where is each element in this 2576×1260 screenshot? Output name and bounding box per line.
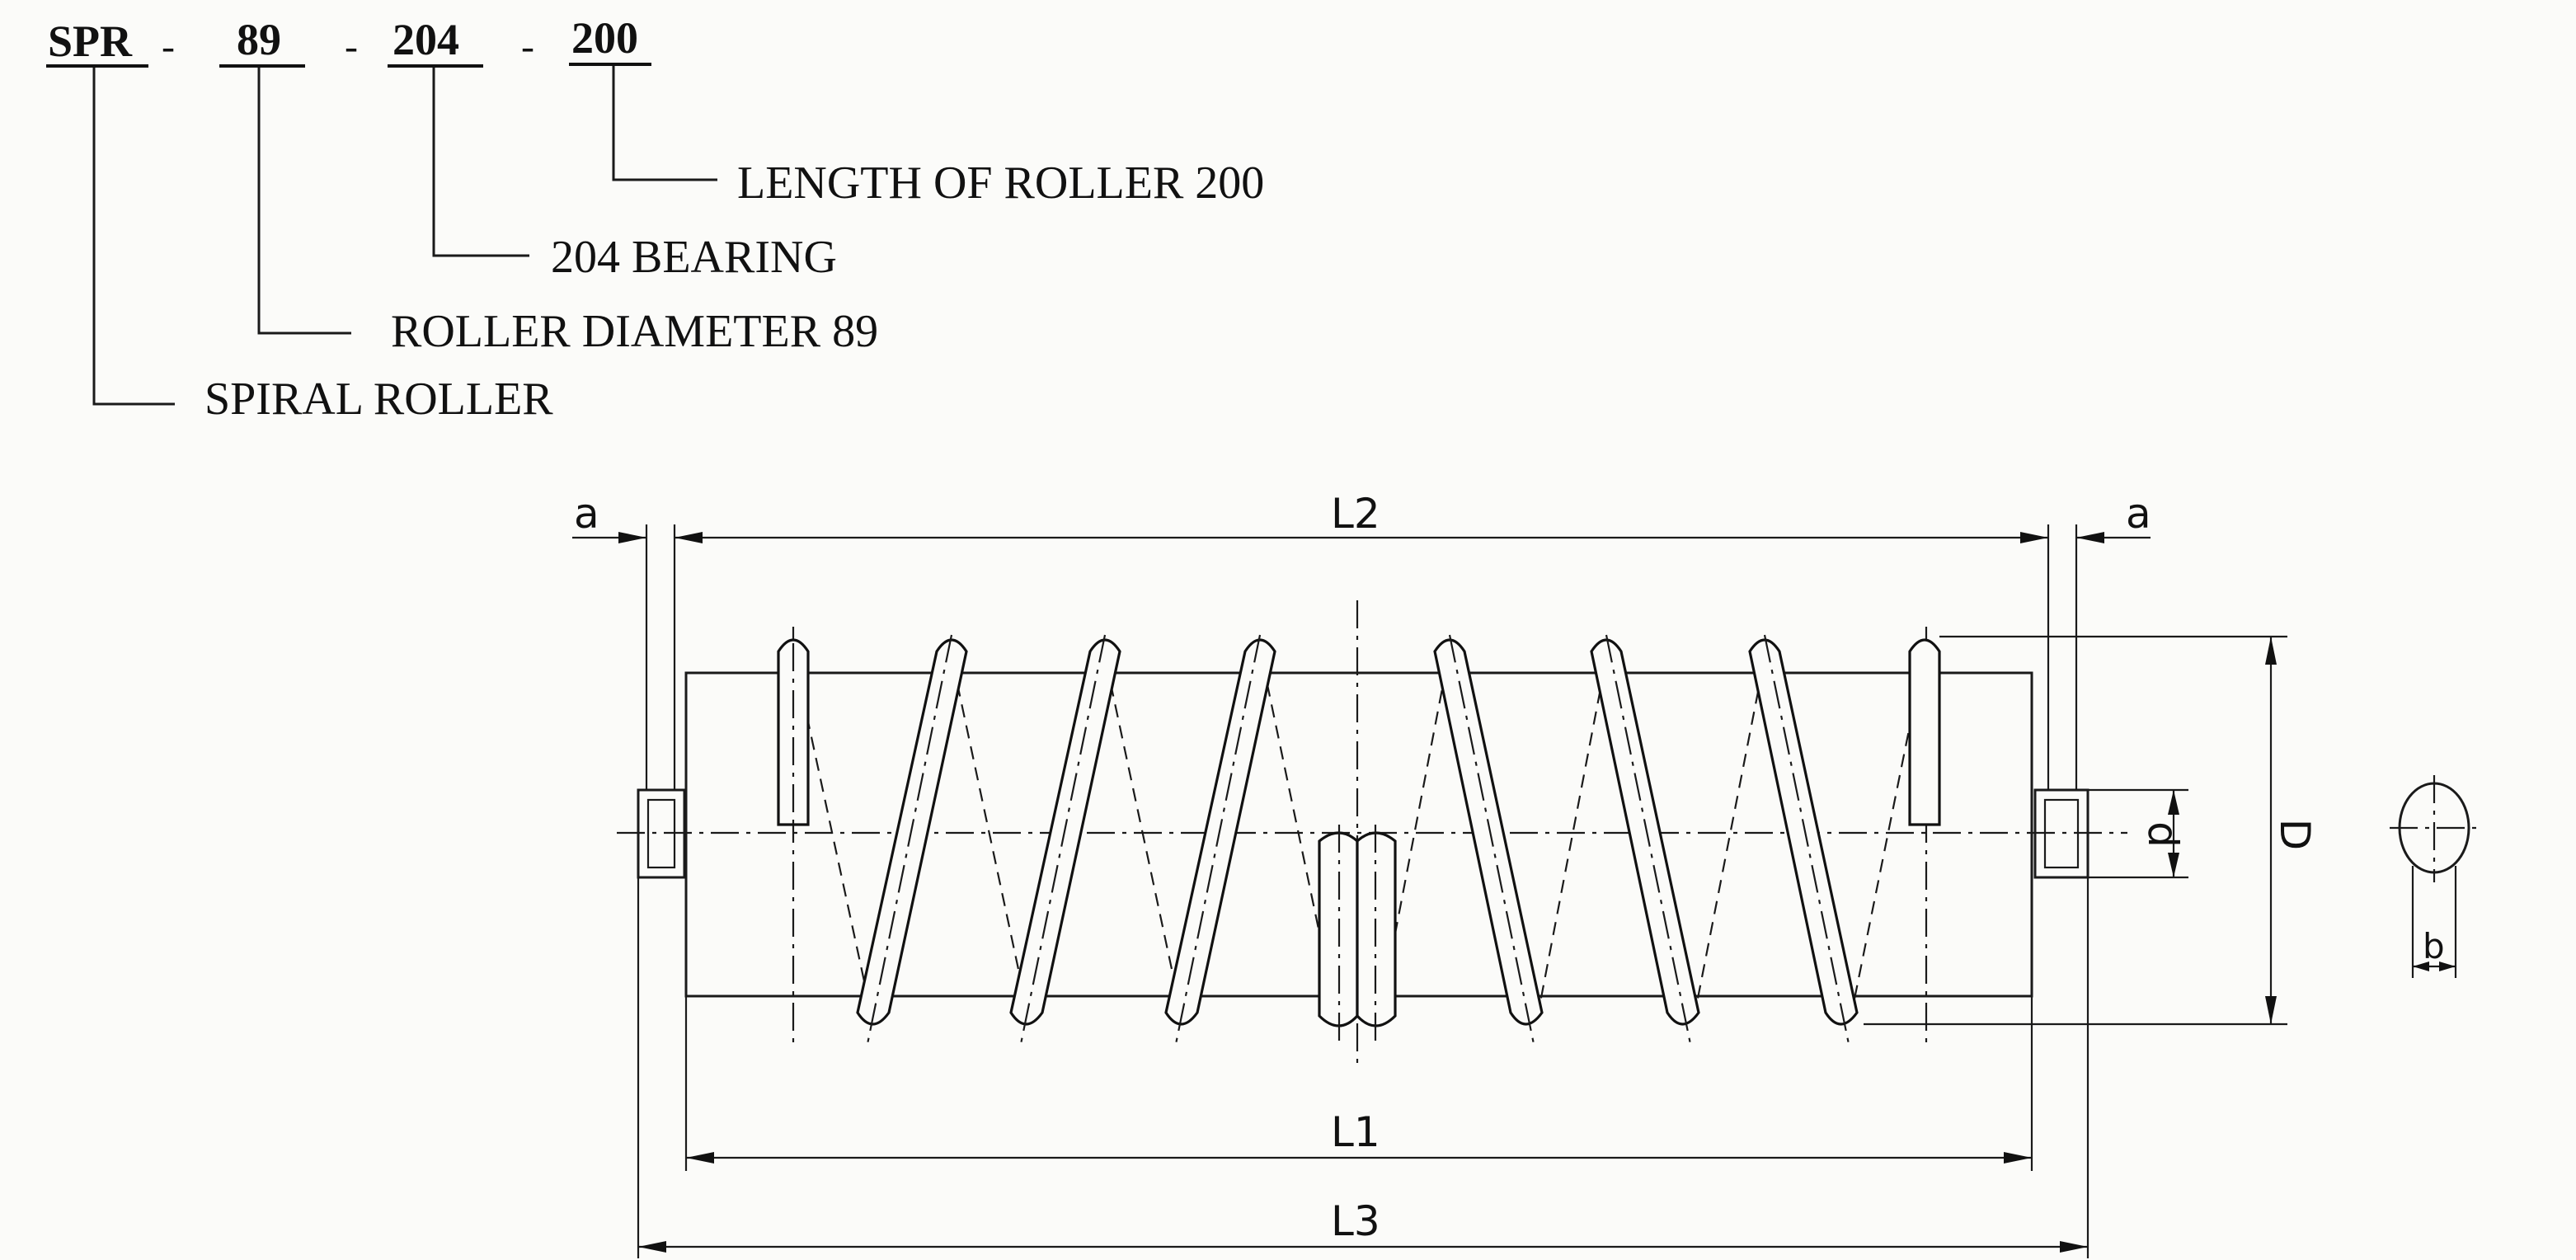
code-separator-1: - (162, 25, 175, 68)
callout-roller-diameter: ROLLER DIAMETER 89 (391, 306, 878, 357)
coil-turn-2 (1009, 638, 1121, 1026)
spiral-coil (777, 638, 1941, 1027)
designation-code: SPR - 89 - 204 - 200 LENGTH OF ROLLER 20… (46, 13, 1264, 425)
coil-end-right (1908, 638, 1941, 826)
code-separator-2: - (345, 25, 358, 68)
coil-end-left (777, 638, 810, 826)
coil-turn-3 (1164, 638, 1276, 1026)
coil-turn-6 (1748, 638, 1859, 1026)
code-separator-3: - (521, 25, 534, 68)
label-l1: L1 (1331, 1108, 1380, 1156)
code-part-diameter: 89 (237, 15, 281, 64)
code-part-series: SPR (48, 16, 133, 66)
label-l2: L2 (1331, 490, 1380, 538)
coil-turn-4 (1433, 638, 1544, 1026)
callout-spiral-roller: SPIRAL ROLLER (204, 374, 553, 425)
coil-turn-1 (856, 638, 968, 1026)
coil-turn-5 (1590, 638, 1700, 1026)
label-d-large: D (2271, 819, 2319, 851)
label-a-left: a (574, 490, 599, 538)
leader-roller-diameter (257, 68, 351, 335)
label-a-right: a (2126, 490, 2151, 538)
coil-centerlines (866, 634, 1850, 1047)
code-part-bearing: 204 (393, 15, 459, 64)
label-d-small: d (2139, 821, 2187, 848)
code-part-length: 200 (571, 13, 638, 63)
leader-bearing (432, 68, 529, 257)
leader-spiral-roller (92, 68, 175, 406)
shaft-end-view: b (2390, 775, 2479, 978)
label-b: b (2423, 926, 2445, 966)
callout-bearing: 204 BEARING (551, 232, 837, 283)
roller-elevation (617, 600, 2127, 1064)
label-l3: L3 (1331, 1197, 1380, 1245)
leader-length (612, 66, 717, 181)
callout-length-of-roller: LENGTH OF ROLLER 200 (737, 158, 1264, 209)
dimensions: L2 a a L1 L3 D d (572, 490, 2319, 1258)
